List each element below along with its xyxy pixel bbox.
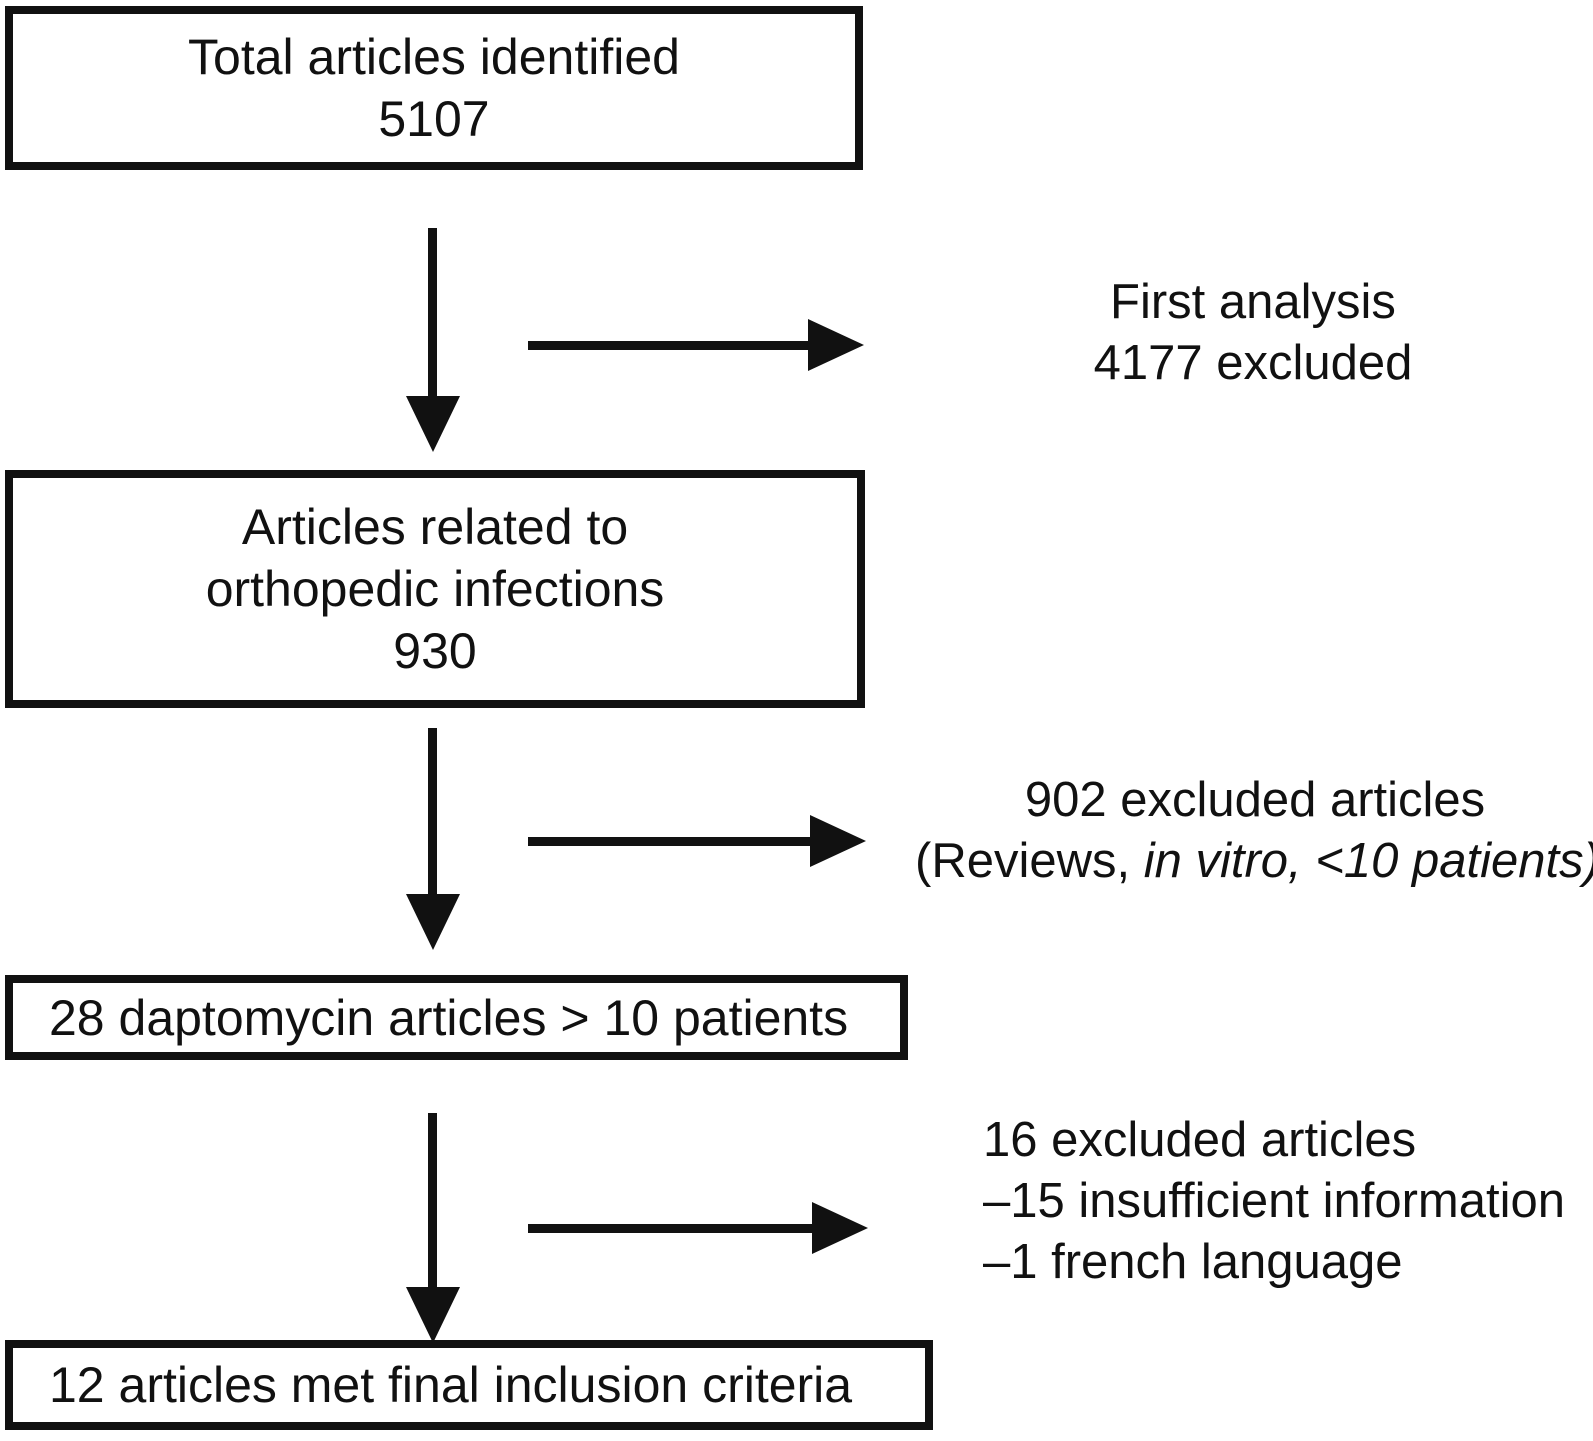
box-total-articles: Total articles identified 5107: [5, 6, 863, 170]
box-dapto-line1: 28 daptomycin articles > 10 patients: [49, 989, 849, 1046]
down-arrow-3-head: [406, 1287, 460, 1343]
box-final-line1: 12 articles met final inclusion criteria: [49, 1357, 853, 1413]
annotation-first-line1: First analysis: [1110, 275, 1396, 329]
box-ortho-line1: Articles related to: [241, 499, 629, 555]
down-arrow-1-head: [406, 396, 460, 452]
box-orthopedic-infections: Articles related to orthopedic infection…: [5, 470, 865, 708]
box-total-count: 5107: [378, 91, 490, 147]
box-ortho-line2: orthopedic infections: [205, 561, 665, 617]
annotation-third-line3: –1 french language: [983, 1235, 1403, 1289]
down-arrow-3-shaft: [428, 1113, 437, 1289]
box-total-title: Total articles identified: [188, 29, 680, 85]
annotation-second-line1: 902 excluded articles: [1024, 773, 1486, 827]
annotation-902-excluded: 902 excluded articles (Reviews, in vitro…: [915, 770, 1593, 892]
right-arrow-3-head: [812, 1202, 868, 1254]
annotation-third-line2: –15 insufficient information: [983, 1174, 1565, 1228]
box-daptomycin-articles: 28 daptomycin articles > 10 patients: [5, 975, 908, 1060]
down-arrow-2-head: [406, 894, 460, 950]
box-ortho-count: 930: [393, 623, 477, 679]
down-arrow-1-shaft: [428, 228, 437, 398]
right-arrow-1-shaft: [528, 341, 810, 350]
annotation-third-line1: 16 excluded articles: [983, 1113, 1417, 1167]
right-arrow-2-shaft: [528, 837, 812, 846]
annotation-first-line2: 4177 excluded: [1093, 336, 1413, 390]
right-arrow-1-head: [808, 319, 864, 371]
right-arrow-2-head: [810, 815, 866, 867]
annotation-second-line2-roman: (Reviews,: [915, 834, 1144, 888]
right-arrow-3-shaft: [528, 1224, 814, 1233]
down-arrow-2-shaft: [428, 728, 437, 896]
annotation-second-line2: (Reviews, in vitro, <10 patients): [915, 831, 1593, 892]
annotation-16-excluded: 16 excluded articles –15 insufficient in…: [983, 1110, 1565, 1293]
box-final-inclusion-criteria: 12 articles met final inclusion criteria: [5, 1340, 933, 1430]
annotation-second-line2-italic: in vitro, <10 patients): [1143, 834, 1593, 888]
annotation-first-analysis: First analysis 4177 excluded: [1050, 272, 1456, 394]
